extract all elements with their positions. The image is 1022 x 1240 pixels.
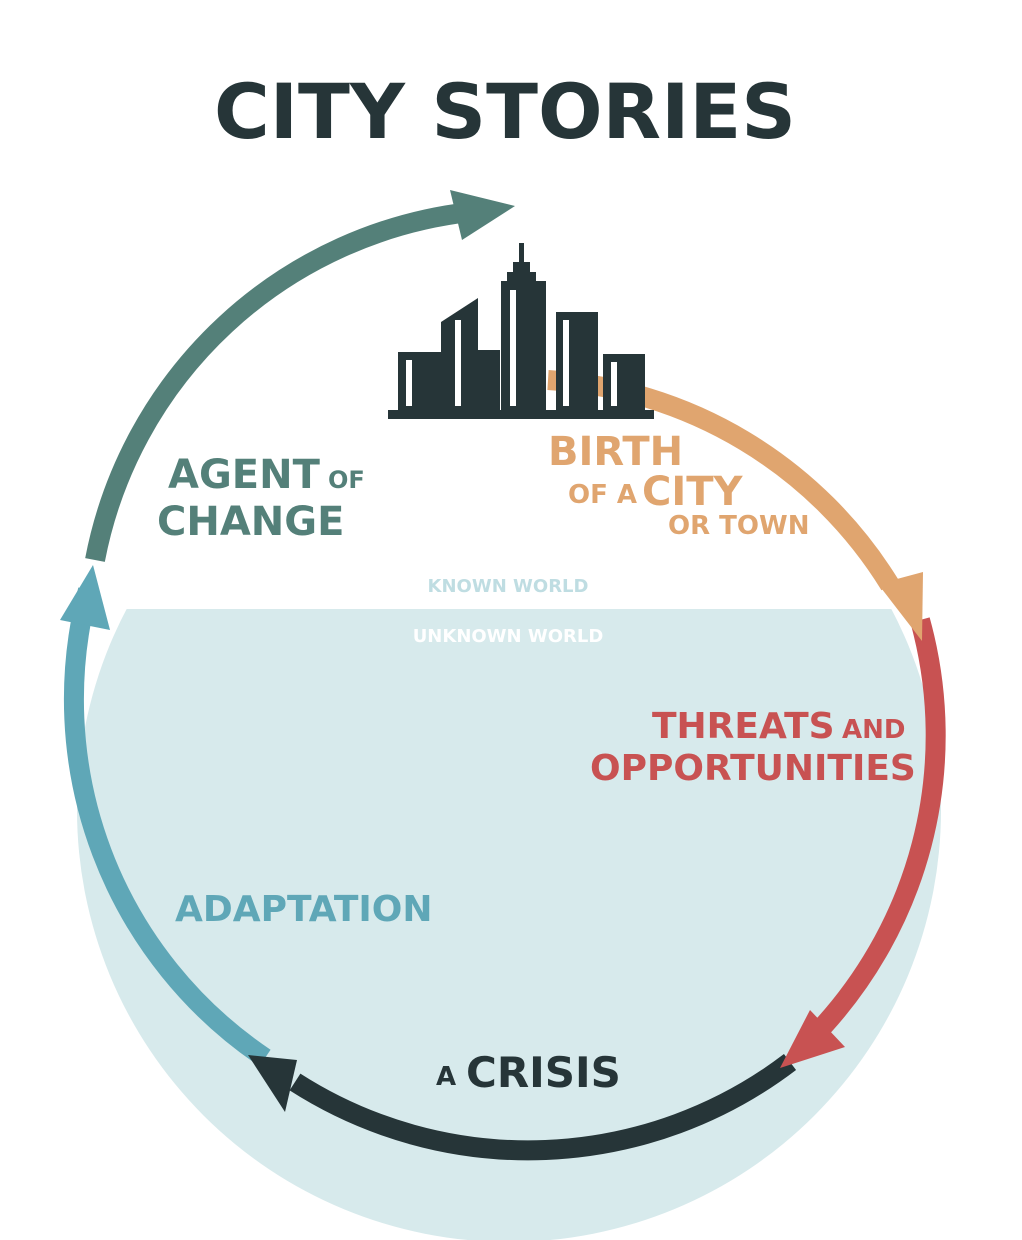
city-skyline-icon — [388, 243, 654, 419]
arrow-crisis-arc — [289, 1054, 797, 1161]
arrowhead-agent — [450, 190, 515, 240]
label-adaptation: ADAPTATION — [175, 889, 433, 930]
label-known-world: KNOWN WORLD — [428, 576, 589, 597]
label-threats-small: AND — [842, 715, 905, 745]
label-birth-line3: OR TOWN — [668, 511, 809, 541]
arrowhead-birth — [878, 572, 923, 641]
label-unknown-world: UNKNOWN WORLD — [413, 626, 604, 647]
label-agent-small: OF — [328, 466, 365, 494]
label-birth-line1: BIRTH — [548, 429, 683, 475]
label-agent-big: AGENT — [168, 452, 321, 498]
arrow-threats-arc — [802, 617, 946, 1048]
label-birth-line2-small: OF A — [568, 480, 637, 510]
arrowhead-crisis — [248, 1055, 297, 1112]
arrow-adaptation-arc — [63, 587, 271, 1067]
label-birth-line2-big: CITY — [642, 469, 744, 515]
arrowhead-threats — [780, 1010, 845, 1068]
label-crisis-small: A — [436, 1062, 456, 1092]
label-agent-line2: CHANGE — [157, 499, 344, 545]
label-crisis-big: CRISIS — [466, 1048, 621, 1097]
arrow-agent-arc — [85, 202, 472, 562]
arrowheads — [60, 190, 923, 1112]
label-threats-line2: OPPORTUNITIES — [590, 748, 916, 789]
page-title: CITY STORIES — [214, 67, 796, 156]
arrowhead-adaptation — [60, 565, 110, 630]
label-threats-big: THREATS — [652, 706, 835, 747]
